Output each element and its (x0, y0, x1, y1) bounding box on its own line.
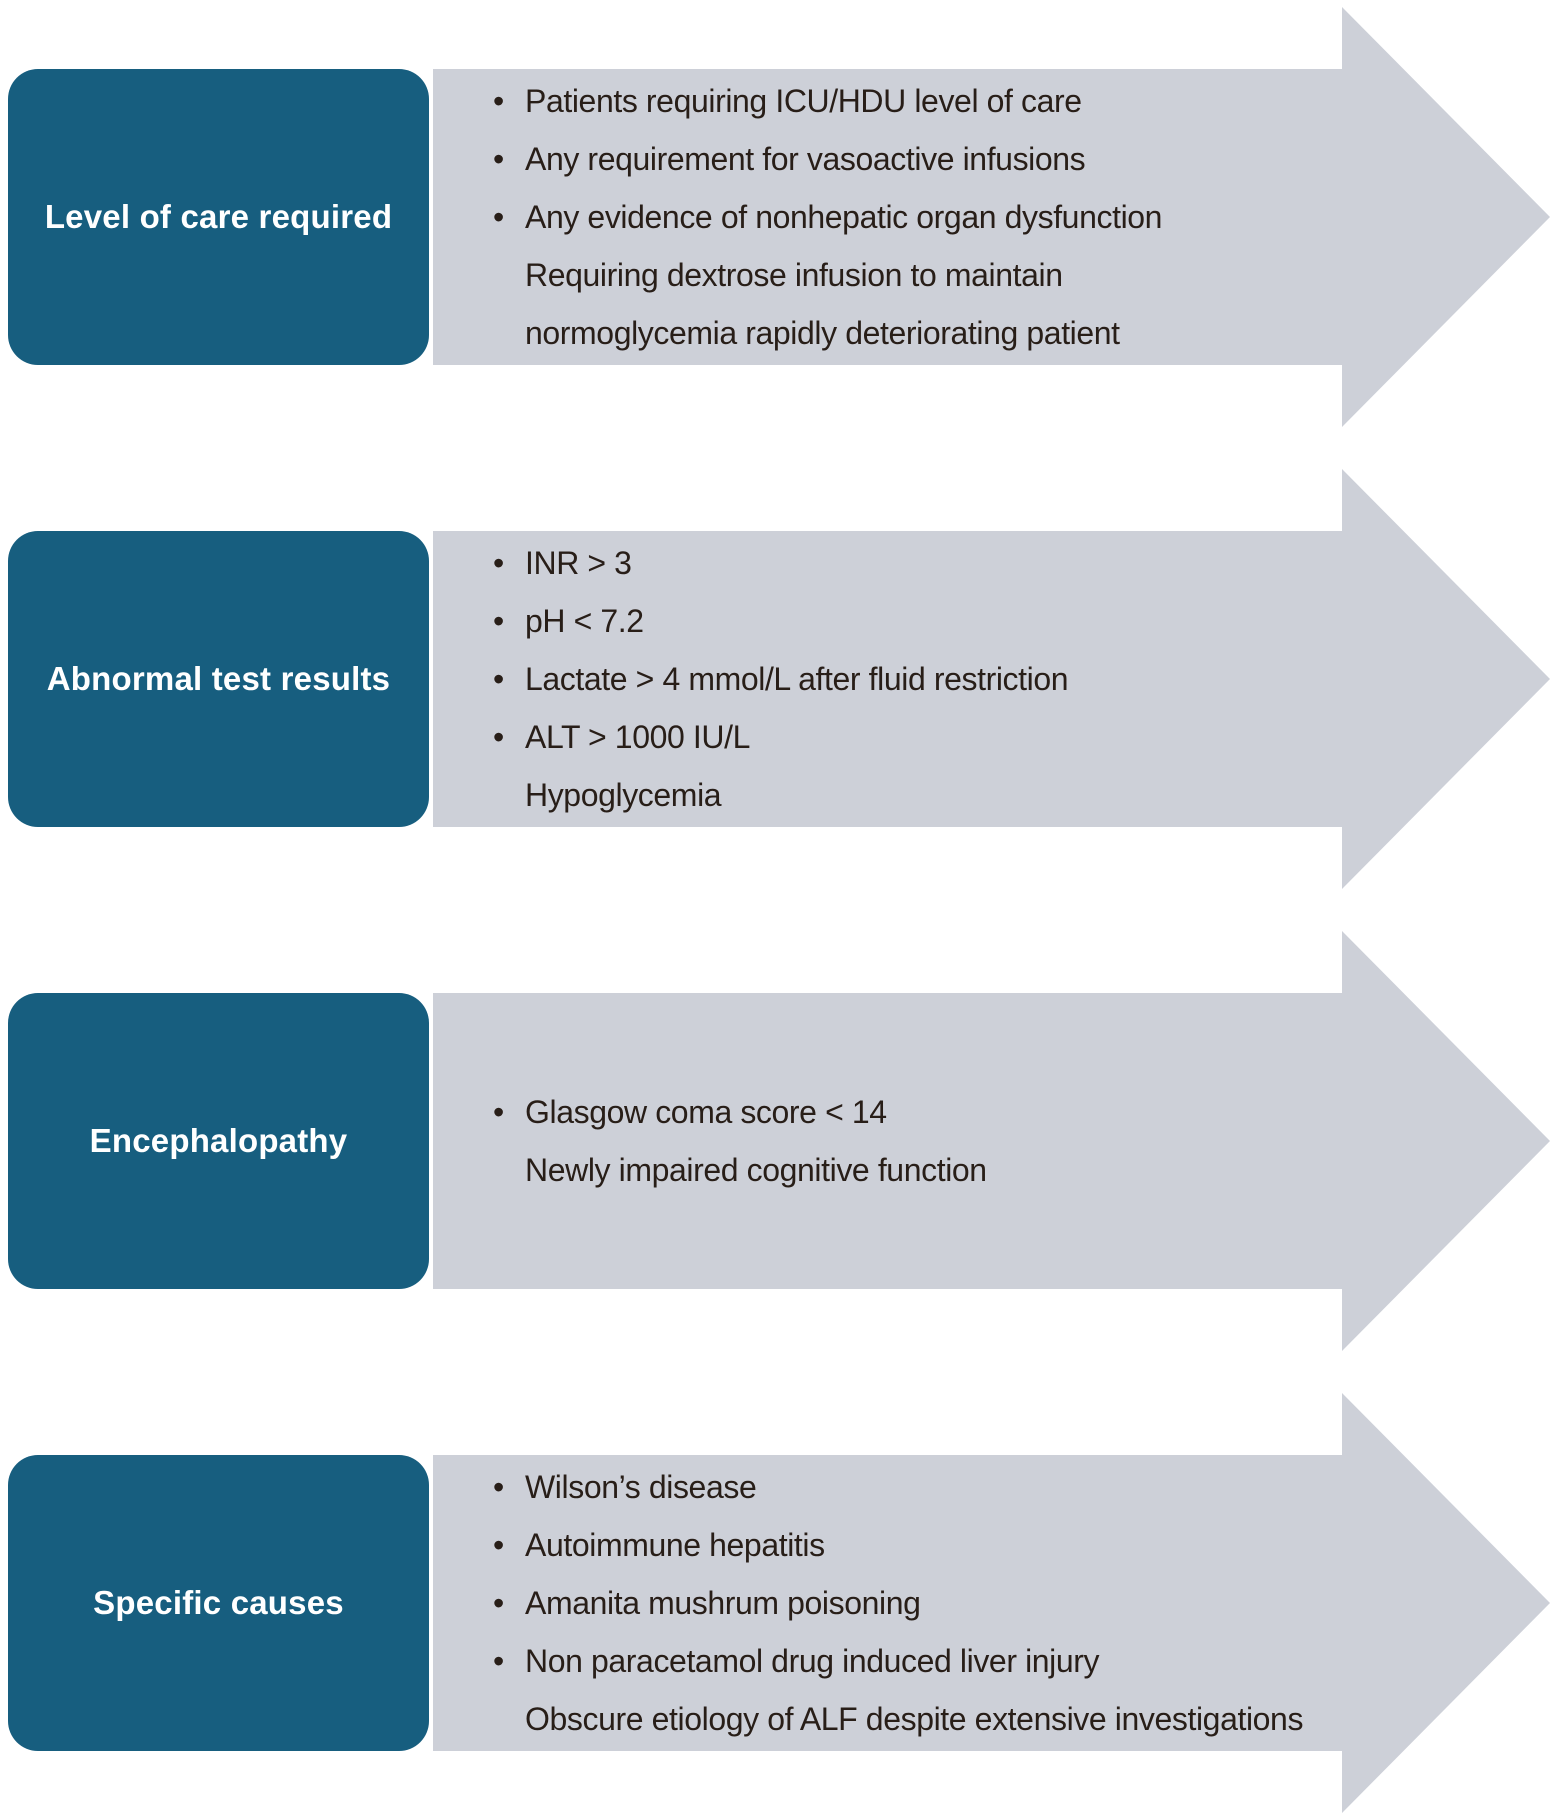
list-item: • Lactate > 4 mmol/L after fluid restrict… (493, 650, 1338, 708)
bullet-icon: • (493, 603, 504, 639)
list-item: • pH < 7.2 (493, 592, 1338, 650)
list-item: • ALT > 1000 IU/L (493, 708, 1338, 766)
list-item: Hypoglycemia (493, 766, 1338, 824)
category-label: Encephalopathy (89, 1122, 348, 1160)
list-item-text: Hypoglycemia (525, 777, 722, 813)
list-item: • INR > 3 (493, 534, 1338, 592)
list-item: • Glasgow coma score < 14 (493, 1083, 1338, 1141)
bullet-icon: • (493, 199, 504, 235)
category-box-specific-causes: Specific causes (8, 1455, 429, 1751)
list-item-text: ALT > 1000 IU/L (525, 719, 750, 755)
bullet-icon: • (493, 1094, 504, 1130)
list-item: • Any requirement for vasoactive infusion… (493, 130, 1338, 188)
list-item-text: normoglycemia rapidly deteriorating pati… (525, 315, 1120, 351)
category-box-encephalopathy: Encephalopathy (8, 993, 429, 1289)
list-item-text: Newly impaired cognitive function (525, 1152, 987, 1188)
bullet-icon: • (493, 1469, 504, 1505)
category-label: Level of care required (44, 198, 393, 236)
list-item-text: INR > 3 (525, 545, 632, 581)
list-item-text: Patients requiring ICU/HDU level of care (525, 83, 1082, 119)
bullet-icon: • (493, 719, 504, 755)
list-item: • Non paracetamol drug induced liver inju… (493, 1632, 1338, 1690)
list-item: • Wilson’s disease (493, 1458, 1338, 1516)
list-item: • Patients requiring ICU/HDU level of car… (493, 72, 1338, 130)
list-item: Requiring dextrose infusion to maintain (493, 246, 1338, 304)
arrow-body: • Glasgow coma score < 14 Newly impaired … (433, 993, 1342, 1289)
list-item-text: Non paracetamol drug induced liver injur… (525, 1643, 1100, 1679)
list-item: • Autoimmune hepatitis (493, 1516, 1338, 1574)
arrow-head-icon (1342, 1393, 1550, 1813)
bullet-icon: • (493, 83, 504, 119)
list-item-text: Any evidence of nonhepatic organ dysfunc… (525, 199, 1163, 235)
list-item-text: Lactate > 4 mmol/L after fluid restricti… (525, 661, 1069, 697)
list-item-text: pH < 7.2 (525, 603, 644, 639)
list-item: normoglycemia rapidly deteriorating pati… (493, 304, 1338, 362)
list-item: Obscure etiology of ALF despite extensiv… (493, 1690, 1338, 1748)
bullet-icon: • (493, 1527, 504, 1563)
arrow-body: • Patients requiring ICU/HDU level of car… (433, 69, 1342, 365)
bullet-icon: • (493, 141, 504, 177)
row-abnormal-test-results: • INR > 3 • pH < 7.2 • Lactate > 4 mmol/L a… (0, 469, 1555, 889)
bullet-icon: • (493, 545, 504, 581)
arrow-body: •Wilson’s disease •Autoimmune hepatitis … (433, 1455, 1342, 1751)
list-item-text: Glasgow coma score < 14 (525, 1094, 887, 1130)
category-label: Abnormal test results (46, 660, 391, 698)
arrow-body: • INR > 3 • pH < 7.2 • Lactate > 4 mmol/L a… (433, 531, 1342, 827)
arrow-head-icon (1342, 7, 1550, 427)
row-specific-causes: •Wilson’s disease •Autoimmune hepatitis … (0, 1393, 1555, 1813)
list-item-text: Obscure etiology of ALF despite extensiv… (525, 1701, 1304, 1737)
list-item: Newly impaired cognitive function (493, 1141, 1338, 1199)
category-box-level-of-care: Level of care required (8, 69, 429, 365)
list-item-text: Any requirement for vasoactive infusions (525, 141, 1086, 177)
list-item-text: Amanita mushrum poisoning (525, 1585, 921, 1621)
list-item-text: Wilson’s disease (525, 1469, 757, 1505)
bullet-icon: • (493, 1585, 504, 1621)
category-label: Specific causes (93, 1584, 344, 1622)
category-box-abnormal-test-results: Abnormal test results (8, 531, 429, 827)
arrow-head-icon (1342, 931, 1550, 1351)
bullet-icon: • (493, 661, 504, 697)
list-item-text: Requiring dextrose infusion to maintain (525, 257, 1063, 293)
bullet-icon: • (493, 1643, 504, 1679)
list-item: • Any evidence of nonhepatic organ dysfun… (493, 188, 1338, 246)
row-level-of-care: • Patients requiring ICU/HDU level of car… (0, 7, 1555, 427)
list-item-text: Autoimmune hepatitis (525, 1527, 825, 1563)
list-item: • Amanita mushrum poisoning (493, 1574, 1338, 1632)
arrow-head-icon (1342, 469, 1550, 889)
row-encephalopathy: • Glasgow coma score < 14 Newly impaired … (0, 931, 1555, 1351)
